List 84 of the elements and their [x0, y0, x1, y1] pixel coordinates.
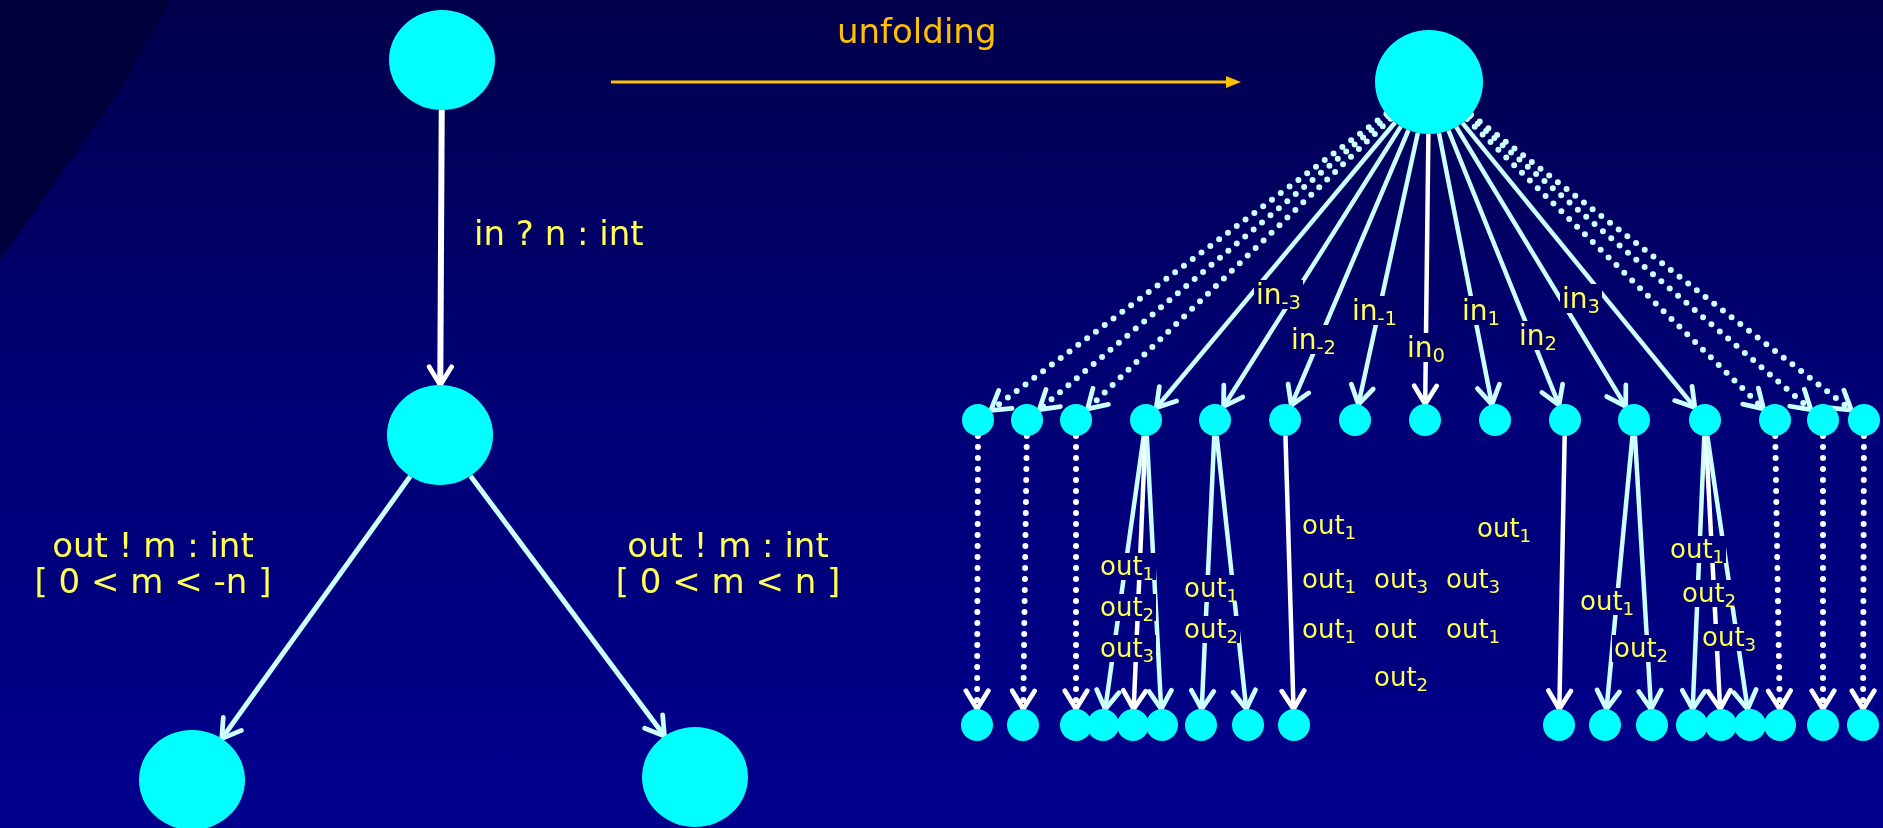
- edge-label: out$_{3}$: [1700, 624, 1759, 652]
- state-circle: [1848, 404, 1880, 436]
- transition-label: out$_{3}$: [1444, 566, 1503, 594]
- state-circle: [1011, 404, 1043, 436]
- state-circle: [1146, 709, 1178, 741]
- state-circle: [1007, 709, 1039, 741]
- transition-arrow: [1279, 435, 1307, 712]
- state-circle: [1689, 404, 1721, 436]
- state-circle: [1060, 404, 1092, 436]
- transition-arrow: [1349, 132, 1421, 407]
- state-circle: [1130, 404, 1162, 436]
- transition-arrow: [963, 433, 991, 712]
- state-circle: [1759, 404, 1791, 436]
- state-circle: [1185, 709, 1217, 741]
- edge-label: in$_{3}$: [1560, 284, 1602, 314]
- transition-label: out$_{2}$: [1372, 664, 1431, 692]
- edge-label: in$_{-1}$: [1350, 296, 1400, 326]
- state-circle: [1847, 709, 1879, 741]
- transition-arrow: [1546, 435, 1574, 712]
- state-circle: [1409, 404, 1441, 436]
- transition-arrow: [1454, 125, 1629, 409]
- transition-arrow: [1009, 433, 1038, 712]
- state-circle: [1549, 404, 1581, 436]
- edge-label: out$_{1}$: [1182, 575, 1241, 603]
- edge-label: out$_{1}$: [1578, 588, 1637, 616]
- state-circle: [1543, 709, 1575, 741]
- state-circle: [1618, 404, 1650, 436]
- transition-arrow: [1849, 433, 1877, 712]
- transition-label: out$_{3}$: [1372, 566, 1431, 594]
- transition-arrow: [1153, 121, 1397, 411]
- state-circle: [1117, 709, 1149, 741]
- edge-label: out ! m : int [ 0 < m < -n ]: [32, 528, 274, 600]
- state-circle: [1734, 709, 1766, 741]
- state-circle: [1087, 709, 1119, 741]
- arrow-label: unfolding: [836, 14, 998, 50]
- edge-label: out$_{2}$: [1182, 616, 1241, 644]
- transition-arrow: [1765, 433, 1793, 712]
- transition-arrow: [1285, 129, 1411, 408]
- edge-label: out$_{1}$: [1098, 553, 1157, 581]
- edge-label: in$_{-3}$: [1254, 280, 1304, 310]
- transition-arrow: [219, 474, 413, 741]
- edge-label: in$_{2}$: [1517, 321, 1559, 351]
- edge-label: out ! m : int [ 0 < m < n ]: [613, 528, 843, 600]
- state-circle: [1807, 709, 1839, 741]
- edge-label: out$_{2}$: [1612, 635, 1671, 663]
- state-circle: [1764, 709, 1796, 741]
- transition-label: out$_{1}$: [1300, 616, 1359, 644]
- state-circle: [1060, 709, 1092, 741]
- edge-label: in$_{1}$: [1460, 296, 1502, 326]
- transition-arrow: [468, 474, 667, 739]
- state-circle: [1375, 30, 1483, 134]
- transition-arrow: [426, 110, 454, 388]
- edge-label: out$_{1}$: [1668, 536, 1727, 564]
- transition-label: out$_{1}$: [1300, 566, 1359, 594]
- state-circle: [1199, 404, 1231, 436]
- edge-label: out$_{3}$: [1098, 635, 1157, 663]
- state-circle: [1807, 404, 1839, 436]
- transition-arrow: [1062, 433, 1090, 712]
- edge-label: out$_{2}$: [1098, 594, 1157, 622]
- state-circle: [961, 709, 993, 741]
- state-circle: [962, 404, 994, 436]
- transition-label: out: [1372, 616, 1419, 644]
- transition-arrow: [1411, 133, 1439, 407]
- state-circle: [1636, 709, 1668, 741]
- state-circle: [1339, 404, 1371, 436]
- state-circle: [1676, 709, 1708, 741]
- transition-arrow: [1460, 121, 1698, 410]
- transition-arrow: [1463, 116, 1767, 412]
- state-circle: [1278, 709, 1310, 741]
- transition-arrow: [1809, 433, 1837, 712]
- transition-arrow: [1594, 435, 1635, 712]
- transition-arrow: [1632, 435, 1664, 712]
- edge-label: in$_{-2}$: [1289, 325, 1339, 355]
- transition-arrow: [1446, 129, 1565, 408]
- edge-label: in$_{0}$: [1405, 333, 1447, 363]
- state-circle: [1232, 709, 1264, 741]
- transition-arrow: [1221, 125, 1403, 409]
- state-circle: [1479, 404, 1511, 436]
- transition-arrow: [1144, 435, 1174, 712]
- state-circle: [1589, 709, 1621, 741]
- edge-label: out$_{2}$: [1680, 580, 1739, 608]
- transition-label: out$_{1}$: [1444, 616, 1503, 644]
- state-circle: [1269, 404, 1301, 436]
- transition-arrow: [1436, 132, 1502, 407]
